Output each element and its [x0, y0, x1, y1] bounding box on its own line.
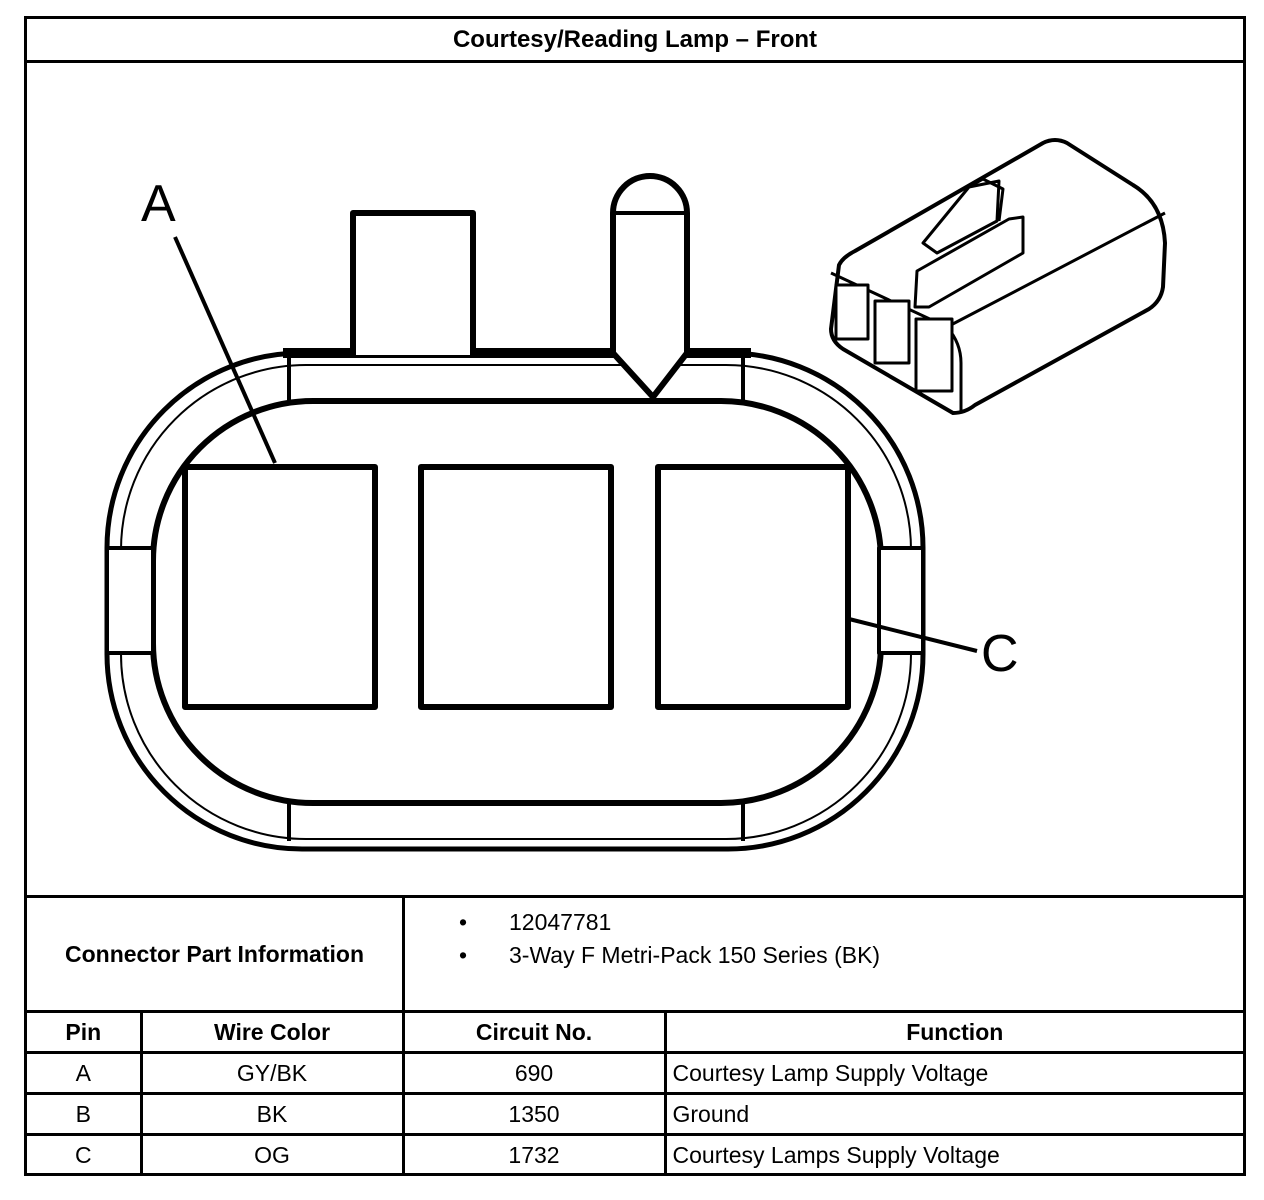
list-item: • 3-Way F Metri-Pack 150 Series (BK)	[405, 939, 880, 972]
table-row: A GY/BK 690 Courtesy Lamp Supply Voltage	[27, 1051, 1243, 1095]
connector-part-info-label: Connector Part Information	[27, 898, 405, 1010]
header-circuit: Circuit No.	[401, 1013, 667, 1054]
cavity-a	[182, 464, 378, 710]
connector-inner-shell	[120, 364, 912, 840]
cell-function: Courtesy Lamps Supply Voltage	[663, 1133, 1243, 1174]
bullet-icon: •	[459, 909, 468, 935]
header-wire-color: Wire Color	[139, 1013, 405, 1054]
cell-pin: B	[27, 1092, 143, 1136]
cell-circuit: 690	[401, 1051, 667, 1095]
connector-isometric-icon	[829, 138, 1167, 415]
cell-function: Ground	[663, 1092, 1243, 1136]
key-tab	[350, 210, 476, 355]
cavity-b	[418, 464, 614, 710]
callout-a-label: A	[141, 175, 176, 233]
cell-function: Courtesy Lamp Supply Voltage	[663, 1051, 1243, 1095]
part-number: 12047781	[509, 909, 612, 935]
cell-pin: A	[27, 1051, 143, 1095]
callout-c-label: C	[981, 625, 1019, 683]
callout-c-leader	[848, 617, 978, 653]
cavity-c	[655, 464, 851, 710]
cell-pin: C	[27, 1133, 143, 1174]
connector-diagram: A C	[27, 63, 1243, 895]
page-title: Courtesy/Reading Lamp – Front	[27, 19, 1243, 63]
cell-circuit: 1350	[401, 1092, 667, 1136]
table-header-row: Pin Wire Color Circuit No. Function	[27, 1013, 1243, 1054]
cell-circuit: 1732	[401, 1133, 667, 1174]
left-notch	[105, 546, 155, 655]
connector-description: 3-Way F Metri-Pack 150 Series (BK)	[509, 942, 881, 968]
list-item: • 12047781	[405, 906, 880, 939]
cell-wire-color: GY/BK	[139, 1051, 405, 1095]
bullet-icon: •	[459, 942, 468, 968]
lock-tab	[610, 173, 690, 400]
pin-table: Pin Wire Color Circuit No. Function A GY…	[27, 1013, 1243, 1174]
connector-face-view: A C	[104, 138, 1167, 852]
connector-part-list: • 12047781 • 3-Way F Metri-Pack 150 Seri…	[405, 906, 880, 972]
callout-a-leader	[173, 236, 277, 464]
cell-wire-color: BK	[139, 1092, 405, 1136]
connector-part-info: Connector Part Information • 12047781 • …	[27, 895, 1243, 1013]
table-row: C OG 1732 Courtesy Lamps Supply Voltage	[27, 1133, 1243, 1174]
cell-wire-color: OG	[139, 1133, 405, 1174]
header-pin: Pin	[27, 1013, 143, 1054]
header-function: Function	[663, 1013, 1243, 1054]
connector-sheet: Courtesy/Reading Lamp – Front	[24, 16, 1246, 1176]
table-row: B BK 1350 Ground	[27, 1092, 1243, 1136]
connector-cavity-wall	[150, 398, 884, 806]
